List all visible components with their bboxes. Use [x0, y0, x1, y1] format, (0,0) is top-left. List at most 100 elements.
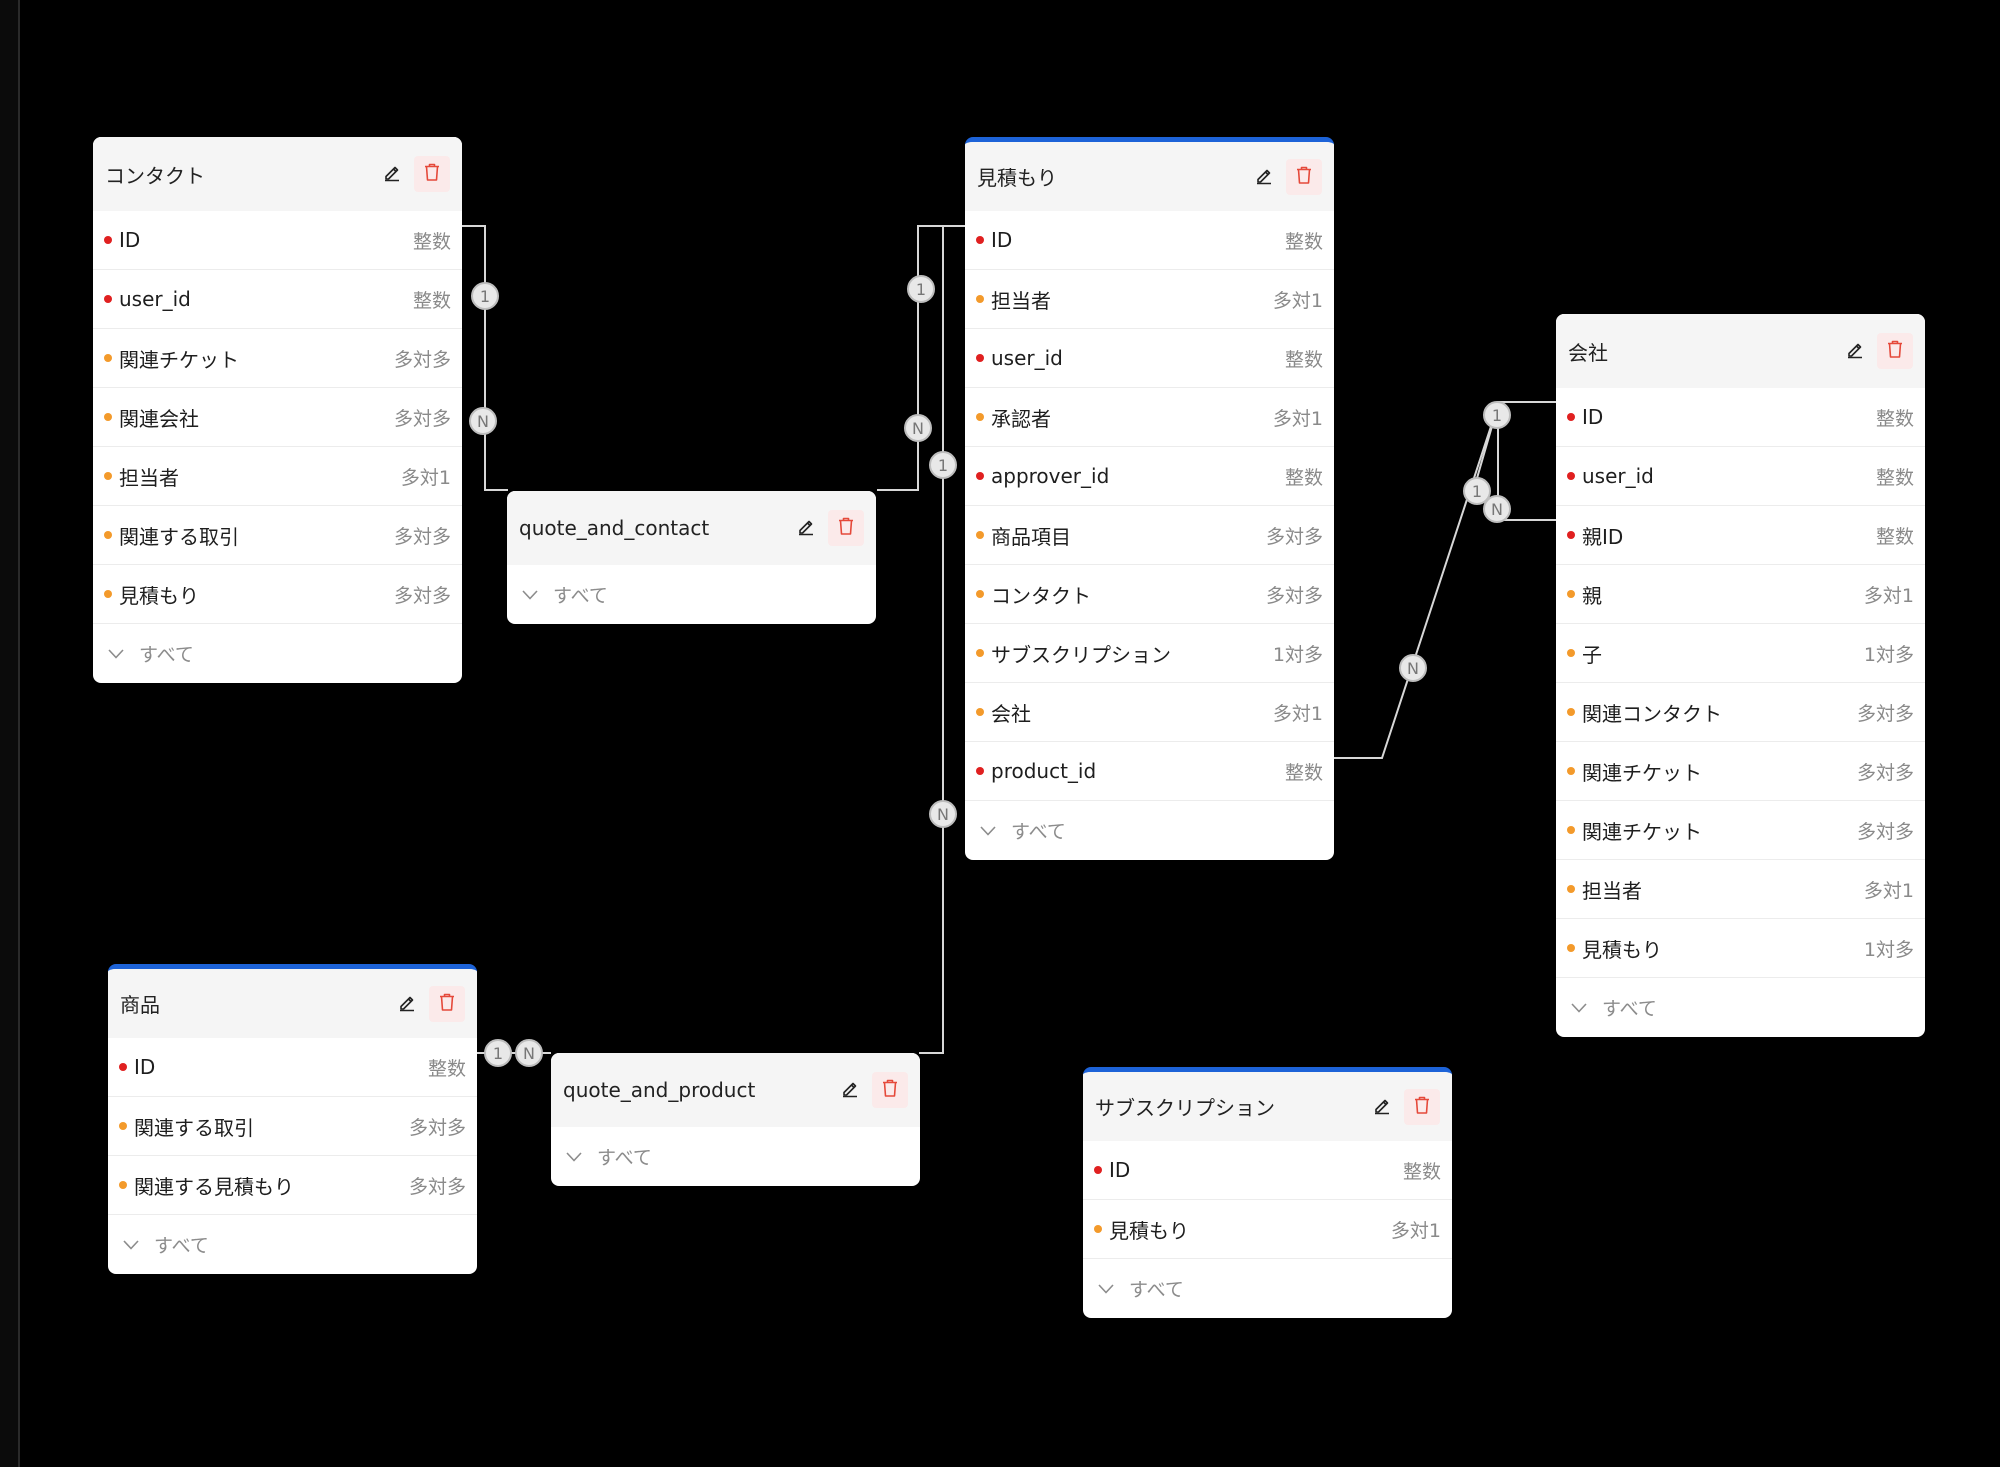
field-row[interactable]: 会社多対1: [965, 683, 1334, 742]
delete-button[interactable]: [414, 156, 450, 192]
key-field-dot-icon: [976, 236, 984, 244]
connector-company-self: [1497, 401, 1558, 521]
field-name: user_id: [1582, 464, 1654, 488]
field-row[interactable]: 親多対1: [1556, 565, 1925, 624]
field-name: 子: [1582, 642, 1602, 667]
card-header: 会社: [1556, 314, 1925, 388]
connector-quote-company: [1334, 401, 1558, 759]
edit-button[interactable]: [1246, 159, 1282, 195]
field-type: 多対多: [1265, 584, 1323, 607]
show-all-toggle[interactable]: すべて: [108, 1215, 477, 1274]
relation-field-dot-icon: [976, 295, 984, 303]
show-all-toggle[interactable]: すべて: [93, 624, 462, 683]
field-name: 関連チケット: [1582, 760, 1702, 785]
field-type: 整数: [1875, 466, 1914, 489]
entity-card-quote-and-contact[interactable]: quote_and_contact すべて: [507, 491, 876, 624]
field-row[interactable]: 関連する取引多対多: [93, 506, 462, 565]
field-row[interactable]: user_id 整数: [1556, 447, 1925, 506]
relation-field-dot-icon: [976, 708, 984, 716]
cardinality-badge-one: 1: [929, 451, 957, 479]
field-name: 担当者: [991, 288, 1051, 313]
field-row[interactable]: 担当者多対1: [93, 447, 462, 506]
trash-icon: [1413, 1095, 1431, 1119]
delete-button[interactable]: [828, 510, 864, 546]
field-row[interactable]: 関連会社多対多: [93, 388, 462, 447]
edit-button[interactable]: [1837, 333, 1873, 369]
relation-field-dot-icon: [1567, 885, 1575, 893]
field-name: ID: [1582, 405, 1604, 429]
field-type: 整数: [1402, 1160, 1441, 1183]
delete-button[interactable]: [1286, 158, 1322, 195]
field-row[interactable]: 関連コンタクト多対多: [1556, 683, 1925, 742]
delete-button[interactable]: [1404, 1088, 1440, 1125]
field-name: 商品項目: [991, 524, 1071, 549]
show-all-toggle[interactable]: すべて: [507, 565, 876, 624]
key-field-dot-icon: [1567, 531, 1575, 539]
delete-button[interactable]: [1877, 333, 1913, 369]
pencil-icon: [1254, 165, 1274, 189]
connector-quote-quote-and-product: [919, 225, 966, 1054]
cardinality-badge-many: N: [1399, 654, 1427, 682]
connector-contact-quote-and-contact: [462, 225, 508, 491]
edit-button[interactable]: [788, 510, 824, 546]
field-row[interactable]: コンタクト 多対多: [965, 565, 1334, 624]
relation-field-dot-icon: [119, 1122, 127, 1130]
card-header: quote_and_product: [551, 1053, 920, 1127]
field-row[interactable]: 見積もり多対1: [1083, 1200, 1452, 1259]
field-row[interactable]: 関連する取引多対多: [108, 1097, 477, 1156]
cardinality-badge-many: N: [1483, 495, 1511, 523]
chevron-down-icon: [107, 648, 125, 660]
show-all-label: すべて: [553, 585, 608, 607]
show-all-toggle[interactable]: すべて: [1083, 1259, 1452, 1318]
show-all-toggle[interactable]: すべて: [965, 801, 1334, 860]
connector-quote-and-contact-quote: [877, 225, 966, 491]
field-row[interactable]: 商品項目多対多: [965, 506, 1334, 565]
field-row[interactable]: 見積もり多対多: [93, 565, 462, 624]
chevron-down-icon: [1570, 1002, 1588, 1014]
field-row[interactable]: 担当者 多対1: [965, 270, 1334, 329]
show-all-toggle[interactable]: すべて: [551, 1127, 920, 1186]
entity-card-quote-and-product[interactable]: quote_and_product すべて: [551, 1053, 920, 1186]
edit-button[interactable]: [1364, 1089, 1400, 1125]
cardinality-badge-many: N: [469, 407, 497, 435]
edit-button[interactable]: [374, 156, 410, 192]
field-row[interactable]: 関連チケット多対多: [93, 329, 462, 388]
field-type: 多対多: [393, 348, 451, 371]
field-row[interactable]: 承認者多対1: [965, 388, 1334, 447]
field-name: コンタクト: [991, 583, 1091, 608]
edit-button[interactable]: [389, 986, 425, 1022]
delete-button[interactable]: [429, 985, 465, 1022]
card-title: コンタクト: [105, 163, 205, 188]
field-row[interactable]: 関連する見積もり多対多: [108, 1156, 477, 1215]
field-type: 整数: [1284, 348, 1323, 371]
show-all-toggle[interactable]: すべて: [1556, 978, 1925, 1037]
delete-button[interactable]: [872, 1072, 908, 1108]
relation-field-dot-icon: [976, 531, 984, 539]
cardinality-badge-many: N: [515, 1039, 543, 1067]
relation-field-dot-icon: [104, 354, 112, 362]
field-row[interactable]: 担当者多対1: [1556, 860, 1925, 919]
edit-button[interactable]: [832, 1072, 868, 1108]
field-type: 多対1: [1272, 289, 1323, 312]
field-row[interactable]: 関連チケット多対多: [1556, 801, 1925, 860]
field-row[interactable]: 関連チケット多対多: [1556, 742, 1925, 801]
